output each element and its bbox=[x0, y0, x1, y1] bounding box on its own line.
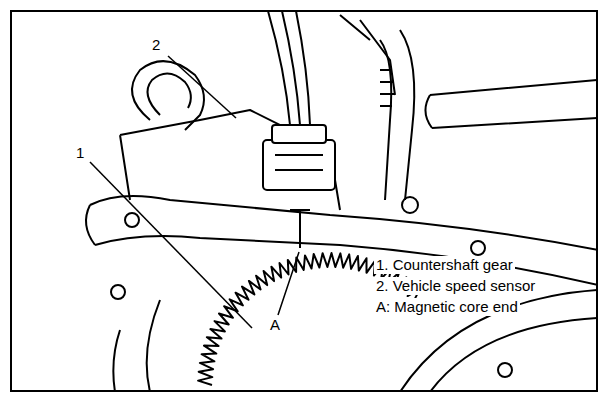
sensor-mount bbox=[120, 110, 340, 210]
leader-line bbox=[90, 162, 252, 328]
callout-letter: A bbox=[268, 316, 282, 334]
small-gear-teeth bbox=[380, 70, 394, 106]
bolt-hole bbox=[111, 285, 125, 299]
case-flange bbox=[90, 196, 597, 250]
housing-rib bbox=[380, 30, 414, 200]
frame bbox=[11, 11, 597, 391]
gear-rim bbox=[113, 300, 160, 391]
leader-line bbox=[168, 56, 236, 118]
legend-line: A: Magnetic core end bbox=[374, 298, 520, 316]
bolt-hole bbox=[498, 363, 512, 377]
legend-line: 2. Vehicle speed sensor bbox=[374, 277, 537, 295]
shaft bbox=[425, 80, 597, 128]
wire-loop bbox=[148, 73, 191, 115]
speed-sensor-body bbox=[263, 140, 335, 190]
sensor-wires bbox=[268, 11, 310, 125]
case-flange bbox=[86, 205, 95, 245]
bolt bbox=[402, 197, 418, 213]
wire-loop bbox=[132, 61, 204, 130]
bolt-hole bbox=[125, 213, 139, 227]
callout-number: 2 bbox=[150, 36, 162, 54]
speed-sensor-connector bbox=[272, 125, 326, 143]
bolt-hole bbox=[471, 241, 485, 255]
magnetic-core bbox=[290, 210, 310, 248]
sensor-ribs bbox=[275, 155, 323, 170]
legend-line: 1. Countershaft gear bbox=[374, 256, 515, 274]
callout-number: 1 bbox=[74, 144, 86, 162]
leader-line bbox=[278, 252, 299, 315]
